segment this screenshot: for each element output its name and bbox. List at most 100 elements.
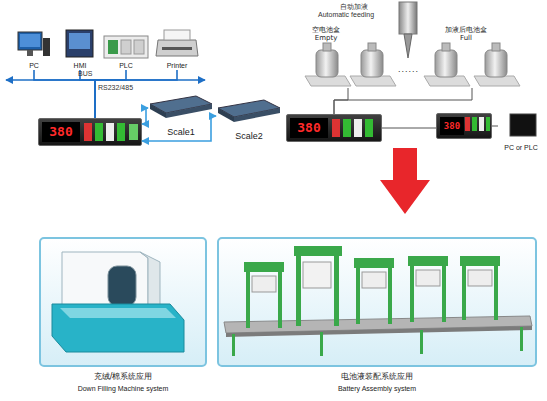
machine-column [296, 252, 301, 326]
connector [334, 88, 472, 114]
pc-screen [20, 34, 40, 47]
annotation-label: BUS [78, 70, 92, 77]
application-panel: 电池液装配系统应用 Battery Assembly system [216, 236, 538, 398]
node-text: Scale2 [216, 131, 282, 142]
node-text: 充绒/棉系统应用 [38, 372, 208, 382]
indicator-key [354, 119, 362, 137]
machine-head [252, 276, 276, 292]
node-text: Battery Assembly system [216, 384, 538, 393]
node-text: PLC [96, 62, 156, 70]
scale-side [166, 104, 212, 118]
annotation-label: Automatic feeding [318, 11, 374, 18]
conveyor-leg [232, 334, 235, 356]
machine-column [442, 262, 446, 322]
device-icon: PC [14, 30, 54, 70]
plc-module [108, 40, 118, 54]
machine-column [410, 262, 414, 322]
machine-beam [460, 256, 500, 266]
connector [34, 70, 95, 118]
machine-head [416, 270, 440, 286]
device-icon: Printer [152, 26, 202, 70]
battery-station: 空电池盒 Empty [298, 26, 398, 88]
feeding-nozzle [399, 2, 417, 34]
pc-plc-box [510, 114, 536, 136]
connector [95, 70, 126, 118]
annotation-label: ...... [398, 64, 419, 74]
bus-line [6, 79, 205, 81]
battery-station: 加液后电池盒 Full [420, 26, 524, 88]
scale-side [150, 104, 166, 118]
machine-base [52, 304, 184, 352]
hmi-screen [69, 33, 90, 49]
node-text: 加液后电池盒 Full [440, 26, 492, 42]
indicator-key [117, 123, 125, 141]
printer-body [156, 40, 198, 56]
conveyor-leg [420, 330, 423, 354]
node-text: PC [8, 62, 60, 70]
node-text: PC or PLC [492, 143, 547, 152]
node-text: 电池液装配系统应用 [216, 372, 538, 382]
scale: Scale1 [148, 90, 214, 138]
down-arrow [380, 148, 430, 214]
connector [142, 116, 216, 141]
machine-beam [408, 256, 448, 266]
indicator-key [365, 119, 373, 137]
conveyor-leg [520, 327, 523, 351]
machine-head [362, 272, 386, 288]
battery-neck [323, 43, 331, 51]
battery-box [435, 50, 457, 77]
conveyor-leg [320, 332, 323, 356]
machine-column [278, 268, 282, 328]
machine-tray [60, 308, 176, 318]
node-text: 空电池盒 Empty [306, 26, 346, 42]
printer-paper [164, 30, 190, 40]
weighing-indicator: 380 [436, 113, 492, 139]
weighing-indicator: 380 [286, 114, 382, 142]
node-text: 380 [42, 122, 80, 142]
annotation-label: RS232/485 [98, 84, 133, 91]
machine-column [246, 268, 250, 328]
indicator-key [106, 123, 114, 141]
connector [382, 128, 436, 129]
node-text: Printer [146, 62, 208, 70]
plc-module [121, 40, 131, 54]
panel-frame [40, 238, 206, 366]
node-text: Down Filling Machine system [38, 384, 208, 393]
node-text: 380 [290, 118, 328, 138]
application-panel: 充绒/棉系统应用 Down Filling Machine system [38, 236, 208, 398]
scale-side [218, 108, 234, 122]
connector [142, 108, 148, 124]
machine-beam [244, 262, 284, 272]
scale-side [234, 108, 280, 122]
node-text: 380 [440, 117, 464, 135]
machine-column [462, 262, 466, 320]
pc-monitor [18, 32, 42, 50]
machine-window [108, 266, 136, 306]
machine-column [334, 252, 339, 326]
node-text: Scale1 [148, 127, 214, 138]
annotation-label: 自动加液 [340, 2, 368, 12]
connector [492, 126, 498, 127]
connector [334, 88, 348, 114]
pc-stand [27, 50, 33, 56]
battery-box [361, 50, 383, 77]
connector [80, 70, 95, 118]
device-icon: HMI [62, 28, 98, 70]
scale: Scale2 [216, 94, 282, 142]
machine-beam [354, 258, 394, 268]
machine-beam [294, 246, 342, 256]
battery-box [316, 50, 338, 77]
connector [95, 70, 177, 118]
battery-box [485, 50, 507, 77]
conveyor-edge [226, 326, 532, 337]
plc-body [104, 36, 148, 58]
plc-module [134, 40, 144, 54]
battery-neck [492, 43, 500, 51]
machine-head [303, 262, 331, 288]
indicator-key [343, 119, 351, 137]
indicator-key [479, 117, 484, 131]
